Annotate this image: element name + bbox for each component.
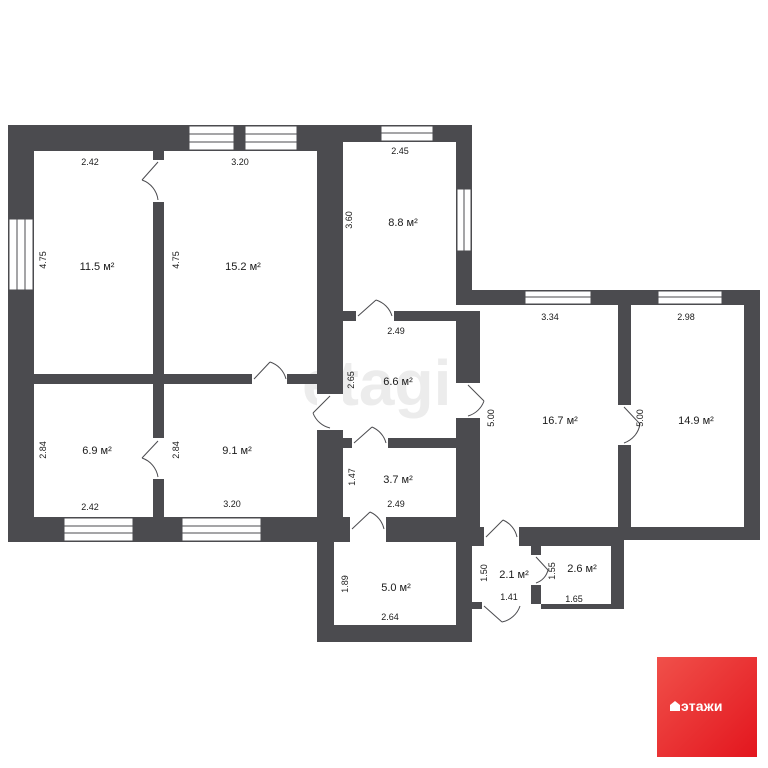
room-width-r11: 1.41 <box>500 592 518 602</box>
room-area-r2: 15.2 м² <box>225 261 261 273</box>
room-width-r5: 3.34 <box>541 312 559 322</box>
room-area-r11: 2.1 м² <box>499 569 529 581</box>
room-width-r12: 1.65 <box>565 594 583 604</box>
room-width-r7: 2.42 <box>81 502 99 512</box>
room-area-r5: 16.7 м² <box>542 415 578 427</box>
room-width-r4: 2.49 <box>387 326 405 336</box>
room-area-r1: 11.5 м² <box>80 261 115 273</box>
room-area-r10: 5.0 м² <box>381 582 411 594</box>
width-dimensions: 2.42 3.20 2.45 2.49 3.34 2.98 2.42 3.20 … <box>81 146 695 622</box>
logo-text: этажи <box>681 698 723 714</box>
room-width-r6: 2.98 <box>677 312 695 322</box>
windows <box>8 125 723 542</box>
room-height-r1: 4.75 <box>38 251 48 269</box>
room-height-r12: 1.55 <box>547 562 557 580</box>
room-height-r2: 4.75 <box>171 251 181 269</box>
door-swings <box>141 161 641 623</box>
room-width-r1: 2.42 <box>81 157 99 167</box>
room-height-r10: 1.89 <box>340 575 350 593</box>
room-area-r8: 9.1 м² <box>222 445 252 457</box>
room-width-r9: 2.49 <box>387 499 405 509</box>
room-height-r9: 1.47 <box>347 468 357 486</box>
room-width-r8: 3.20 <box>223 499 241 509</box>
etazhi-logo: этажи <box>657 657 757 757</box>
room-area-r7: 6.9 м² <box>82 445 112 457</box>
room-area-r4: 6.6 м² <box>383 376 413 388</box>
room-width-r3: 2.45 <box>391 146 409 156</box>
room-height-r7: 2.84 <box>38 441 48 459</box>
room-height-r11: 1.50 <box>479 564 489 582</box>
room-width-r10: 2.64 <box>381 612 399 622</box>
area-labels: 11.5 м² 15.2 м² 8.8 м² 6.6 м² 16.7 м² 14… <box>80 217 715 594</box>
room-height-r5: 5.00 <box>486 409 496 427</box>
room-height-r8: 2.84 <box>171 441 181 459</box>
height-dimensions: 4.75 4.75 3.60 2.65 5.00 5.00 2.84 2.84 … <box>38 211 645 593</box>
room-width-r2: 3.20 <box>231 157 249 167</box>
room-height-r6: 5.00 <box>635 409 645 427</box>
house-icon <box>670 701 680 711</box>
room-area-r6: 14.9 м² <box>678 415 714 427</box>
door-openings <box>153 160 631 609</box>
room-area-r12: 2.6 м² <box>567 563 597 575</box>
room-height-r3: 3.60 <box>344 211 354 229</box>
room-area-r9: 3.7 м² <box>383 474 413 486</box>
room-area-r3: 8.8 м² <box>388 217 418 229</box>
room-height-r4: 2.65 <box>346 371 356 389</box>
